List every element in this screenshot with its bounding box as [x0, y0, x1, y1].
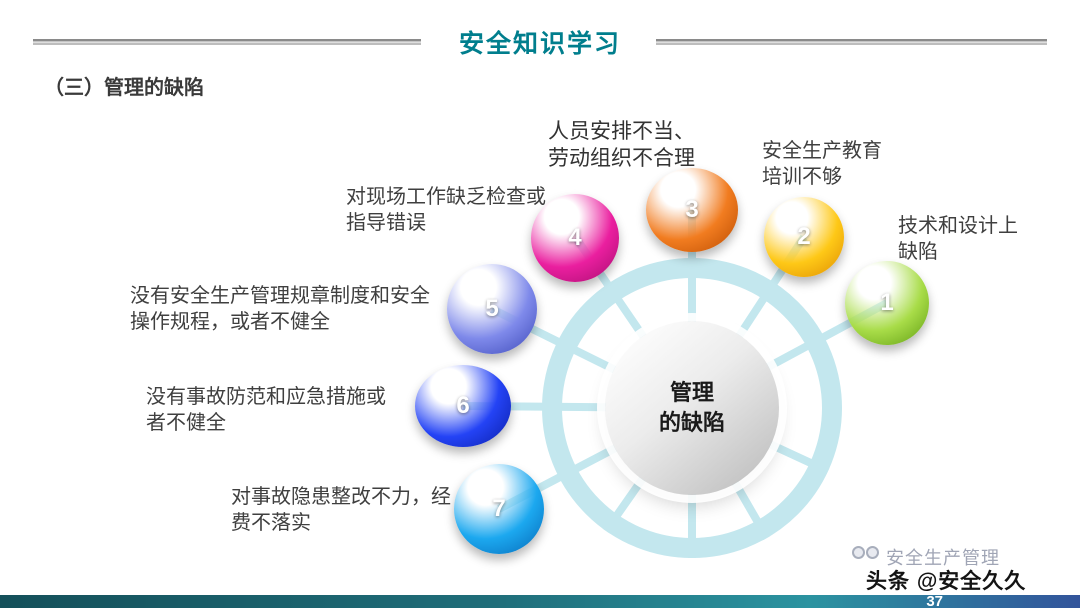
ball-5-number: 5 [485, 295, 499, 322]
ball-3-number: 3 [685, 196, 699, 223]
label-2-line1: 安全生产教育 [762, 140, 882, 162]
label-1-line1: 技术和设计上 [898, 215, 1018, 237]
ball-4-number: 4 [568, 224, 582, 251]
wheel-ring [542, 258, 842, 558]
label-2-line2: 培训不够 [762, 166, 842, 188]
label-2: 安全生产教育 培训不够 [762, 138, 882, 190]
label-6-line1: 没有事故防范和应急措施或 [146, 386, 386, 408]
ball-6: 6 [415, 365, 511, 447]
center-label-line2: 的缺陷 [658, 410, 725, 435]
header-rule-right [656, 39, 1047, 45]
ball-7-number: 7 [492, 495, 506, 522]
ball-1: 1 [845, 261, 929, 345]
label-5: 没有安全生产管理规章制度和安全 操作规程，或者不健全 [130, 283, 430, 335]
label-4-line2: 指导错误 [346, 212, 426, 234]
ball-1-number: 1 [880, 289, 894, 316]
watermark-logo-icon [852, 546, 880, 564]
label-4-line1: 对现场工作缺乏检查或 [346, 186, 546, 208]
watermark-byline: 头条 @安全久久 [866, 570, 1027, 593]
label-3: 人员安排不当、 劳动组织不合理 [548, 118, 695, 173]
label-6: 没有事故防范和应急措施或 者不健全 [146, 384, 386, 436]
label-3-line2: 劳动组织不合理 [548, 147, 695, 171]
label-4: 对现场工作缺乏检查或 指导错误 [346, 184, 546, 236]
label-7-line2: 费不落实 [231, 512, 311, 534]
page-title: 安全知识学习 [458, 30, 621, 58]
ball-2: 2 [764, 197, 844, 277]
label-6-line2: 者不健全 [146, 412, 226, 434]
center-hub: 管理 的缺陷 [605, 321, 779, 495]
label-7-line1: 对事故隐患整改不力，经 [231, 486, 451, 508]
ball-2-number: 2 [797, 223, 811, 250]
ball-7: 7 [454, 464, 544, 554]
label-3-line1: 人员安排不当、 [548, 120, 695, 143]
section-heading: （三）管理的缺陷 [44, 77, 204, 99]
header-rule-left [33, 39, 421, 45]
label-1-line2: 缺陷 [898, 241, 938, 263]
label-5-line2: 操作规程，或者不健全 [130, 311, 330, 333]
footer-bar [0, 595, 1080, 608]
page-number: 37 [926, 593, 943, 608]
ball-5: 5 [447, 264, 537, 354]
label-1: 技术和设计上 缺陷 [898, 213, 1018, 265]
label-5-line1: 没有安全生产管理规章制度和安全 [130, 285, 430, 307]
label-7: 对事故隐患整改不力，经 费不落实 [231, 484, 451, 536]
ball-3: 3 [646, 168, 738, 252]
ball-4: 4 [531, 194, 619, 282]
ball-6-number: 6 [456, 392, 470, 419]
watermark-brand: 安全生产管理 [886, 548, 1000, 568]
center-label-line1: 管理 [669, 380, 714, 406]
